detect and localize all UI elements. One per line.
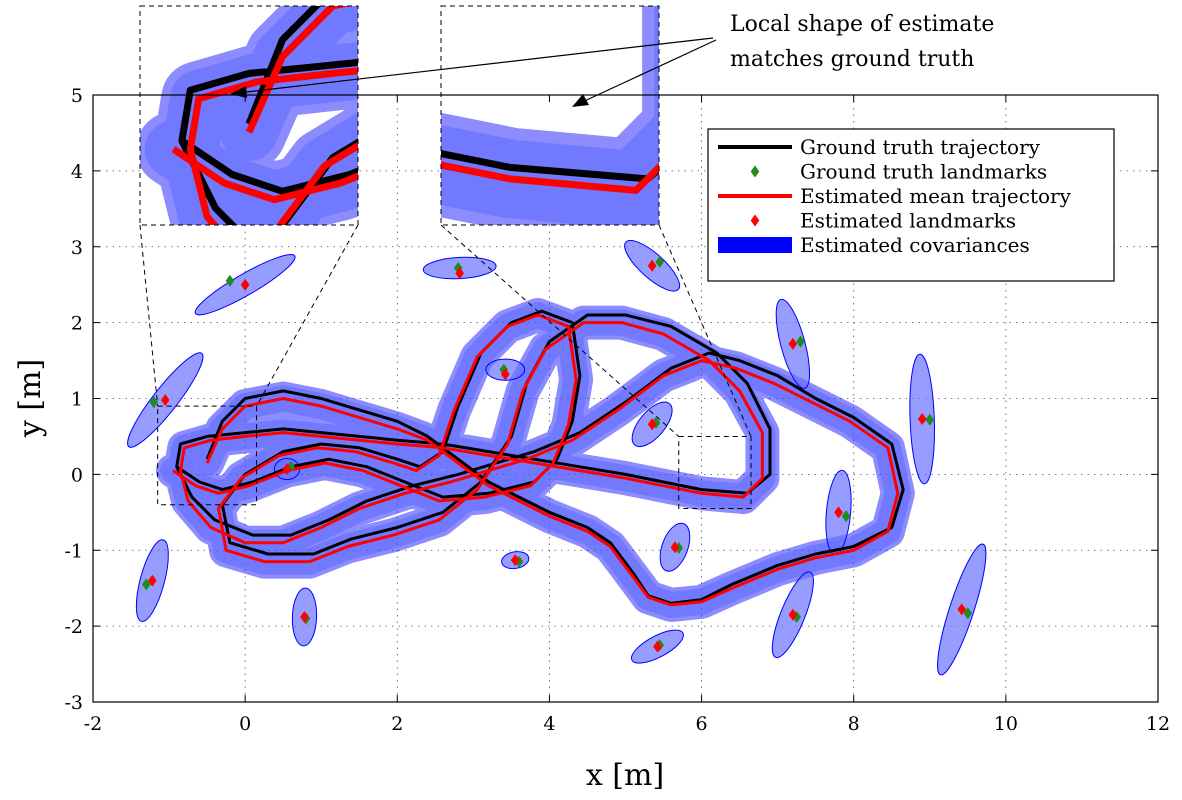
y-axis-label: y [m]: [13, 359, 48, 438]
x-tick-label: 10: [994, 713, 1018, 735]
estimated-mean-trajectory: [172, 313, 900, 607]
x-tick-label: 12: [1146, 713, 1170, 735]
ground-truth-landmark: [655, 255, 665, 268]
estimated-landmark: [500, 368, 510, 381]
y-tick-label: 4: [71, 161, 83, 183]
x-tick-label: 4: [543, 713, 555, 735]
y-tick-label: 0: [71, 464, 83, 486]
zoom-region-left-box: [157, 405, 258, 506]
zoom-region-left-connector: [139, 224, 159, 407]
estimated-landmark: [455, 267, 464, 280]
legend-item-estimated-landmarks-label: Estimated landmarks: [800, 209, 1016, 233]
y-tick-label: 2: [71, 313, 83, 335]
annotation-arrow-left: [237, 37, 714, 94]
x-tick-label: 6: [696, 713, 708, 735]
ground-truth-landmark: [651, 416, 661, 429]
legend-item-ground-truth-landmarks-label: Ground truth landmarks: [800, 160, 1047, 184]
estimated-landmark: [300, 611, 309, 624]
annotation-line-2: matches ground truth: [730, 47, 974, 72]
legend-item-ground-truth-landmarks-swatch: [750, 165, 760, 178]
x-tick-label: -2: [84, 713, 103, 735]
legend-item-estimated-covariances-label: Estimated covariances: [800, 233, 1030, 257]
x-tick-label: 8: [848, 713, 860, 735]
estimated-landmark: [917, 412, 927, 425]
annotation-arrowhead-right: [572, 94, 589, 107]
landmark-markers: [141, 255, 973, 653]
y-tick-label: -1: [64, 540, 83, 562]
annotation-arrowhead-left: [230, 86, 247, 98]
estimated-landmark: [653, 640, 662, 653]
zoom-inset-left: [139, 5, 359, 226]
legend-item-estimated-landmarks-swatch: [750, 214, 760, 227]
annotation: Local shape of estimate matches ground t…: [230, 12, 994, 107]
estimated-landmark: [957, 603, 967, 616]
y-tick-label: -3: [64, 692, 83, 714]
estimated-landmark: [834, 506, 843, 519]
annotation-arrow-right: [577, 39, 717, 105]
annotation-line-1: Local shape of estimate: [730, 12, 994, 37]
inset-frame: [139, 5, 359, 226]
ground-truth-landmark: [674, 541, 684, 554]
zoom-inset-right: [440, 5, 660, 226]
ground-truth-landmark: [796, 335, 805, 348]
estimated-landmark: [647, 259, 657, 272]
legend-item-estimated-covariances-swatch: [718, 237, 792, 253]
y-tick-label: 1: [71, 389, 83, 411]
ground-truth-landmark: [963, 607, 973, 620]
zoom-region-left-connector: [256, 224, 359, 407]
zoom-region-boxes: [139, 224, 752, 510]
legend-box: [707, 128, 1115, 282]
legend-item-ground-truth-trajectory-label: Ground truth trajectory: [800, 135, 1041, 159]
estimated-landmark: [282, 463, 292, 476]
zoom-region-right-box: [678, 435, 752, 510]
x-tick-label: 2: [391, 713, 403, 735]
x-axis-label: x [m]: [586, 758, 664, 793]
trajectory-lines: [172, 309, 905, 607]
ground-truth-landmark: [149, 396, 159, 409]
ground-truth-landmark: [925, 413, 935, 426]
estimated-landmark: [160, 394, 170, 407]
estimated-landmark: [788, 608, 798, 621]
estimated-landmark: [148, 574, 157, 587]
estimated-landmark: [647, 418, 657, 431]
ground-truth-landmark: [514, 555, 524, 568]
inset-frame: [440, 5, 660, 226]
ground-truth-landmark: [225, 274, 235, 287]
x-tick-label: 0: [239, 713, 251, 735]
y-tick-label: -2: [64, 616, 83, 638]
y-tick-label: 5: [71, 85, 83, 107]
y-tick-label: 3: [71, 237, 83, 259]
ground-truth-landmark: [841, 510, 851, 523]
estimated-landmark: [788, 337, 798, 350]
ground-truth-landmark: [141, 578, 151, 591]
zoom-region-right-connector: [440, 224, 680, 437]
estimated-landmark: [240, 278, 250, 291]
zoom-region-right-connector: [658, 224, 752, 437]
estimated-landmark: [670, 541, 680, 554]
estimated-landmark: [510, 554, 520, 567]
legend-item-estimated-mean-trajectory-label: Estimated mean trajectory: [800, 184, 1072, 208]
